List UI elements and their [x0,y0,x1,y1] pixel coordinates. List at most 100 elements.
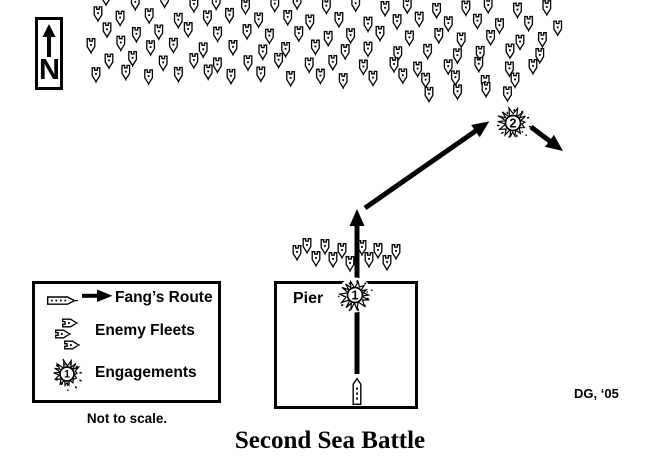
enemy-ship-icon [304,57,314,75]
enemy-ship-icon [358,59,368,77]
enemy-ship-icon [228,39,238,57]
enemy-ship-icon [483,0,493,15]
pier-label: Pier [293,290,324,307]
enemy-ship-icon [380,0,390,18]
enemy-ship-icon [495,18,504,35]
enemy-ship-icon [292,245,302,262]
enemy-ship-icon [456,32,466,50]
enemy-ship-icon [481,81,491,99]
enemy-ship-icon [328,252,338,269]
enemy-ship-icon [528,58,538,76]
enemy-ship-icon [128,50,138,68]
enemy-ship-icon [338,73,348,90]
enemy-ship-icon [198,42,208,59]
enemy-ship-icon [486,30,496,47]
enemy-ship-icon [121,64,131,82]
enemy-ship-icon [91,67,101,84]
enemy-ship-icon [226,68,236,86]
enemy-ship-icon [160,0,170,10]
enemy-ship-icon [524,15,534,33]
enemy-ship-icon [104,53,114,71]
engagement-burst-icon: 1 [51,358,83,391]
enemy-ship-icon [183,22,193,39]
enemy-ship-icon [281,41,291,59]
enemy-ship-icon [189,53,199,70]
legend-box: Fang’s Route Enemy Fleets 1 Engagements [32,281,221,403]
compass-label: N [39,54,60,86]
enemy-ship-icon [434,28,444,45]
enemy-ship-icon [168,37,178,55]
enemy-ship-icon [504,61,514,79]
enemy-ship-icon [474,56,484,74]
scale-note: Not to scale. [86,411,168,426]
enemy-ship-icon [505,43,515,61]
enemy-ship-icon [211,0,221,12]
enemy-ship-icon [258,44,268,62]
enemy-ship-icon [256,66,266,84]
enemy-ship-icon [321,0,331,16]
engagement-burst-icon: 2 [495,105,532,141]
enemy-ship-icon [323,30,333,48]
enemy-ship-icon [398,68,408,85]
enemy-ship-icon [189,0,199,14]
enemy-ship-icon [328,54,338,72]
enemy-ship-icon [270,0,280,14]
enemy-ship-icon [389,57,399,74]
enemy-ship-icon [243,55,253,72]
enemy-ship-icon [102,22,112,39]
enemy-ship-icon [305,14,315,32]
legend-label-fangs-route: Fang’s Route [115,289,213,306]
enemy-ship-icon [515,34,525,52]
enemy-ship-icon [337,243,347,260]
enemy-ship-icon [424,86,434,104]
enemy-ship-icon [334,12,344,29]
enemy-ship-icon [286,71,296,88]
enemy-ship-icon [475,45,485,63]
enemy-ship-icon [294,26,304,43]
enemy-ship-icon [443,16,453,33]
enemy-ship-icon [101,0,111,7]
enemy-ship-icon [382,255,392,272]
north-arrow-icon [42,24,56,57]
enemy-ship-icon [513,2,522,20]
enemy-fleet-near-pier [292,238,401,273]
route-northeast-leg [363,121,490,211]
engagement-label: 1 [64,369,70,381]
enemy-ship-icon [311,251,321,268]
enemy-ship-icon [373,243,383,260]
enemy-ship-icon [154,24,164,42]
enemy-ship-icon [116,35,126,53]
enemy-ship-icon [203,64,213,82]
enemy-ship-icon [292,0,302,11]
enemy-ship-icon [302,238,312,255]
enemy-ship-icon [363,16,373,34]
enemy-ship-icon [357,240,367,257]
enemy-ship-icon [146,40,156,57]
enemy-fleet-icon [55,318,81,350]
route-exit-southeast [529,125,563,151]
enemy-ship-icon [364,252,374,269]
engagement-label: 2 [510,117,517,131]
enemy-ship-icon [553,20,563,38]
compass: N [35,17,63,90]
enemy-ship-icon [93,6,103,23]
enemy-ship-icon [535,48,545,65]
bold-route-arrow-icon [82,289,113,302]
enemy-ship-icon [340,44,350,61]
enemy-ship-icon [351,0,361,13]
enemy-ship-icon [450,70,460,87]
enemy-ship-icon [363,41,373,59]
enemy-ship-icon [212,57,222,75]
pier-box: Pier [274,281,418,409]
enemy-ship-icon [542,0,552,17]
fang-ship-icon [47,296,79,305]
enemy-ship-icon [173,66,183,84]
enemy-ship-icon [283,10,293,27]
legend-label-engagements: Engagements [95,364,197,381]
enemy-ship-icon [131,26,141,44]
enemy-ship-icon [144,69,154,86]
enemy-ship-icon [213,26,223,44]
enemy-ship-icon [472,13,482,31]
legend-label-enemy-fleets: Enemy Fleets [95,322,195,339]
